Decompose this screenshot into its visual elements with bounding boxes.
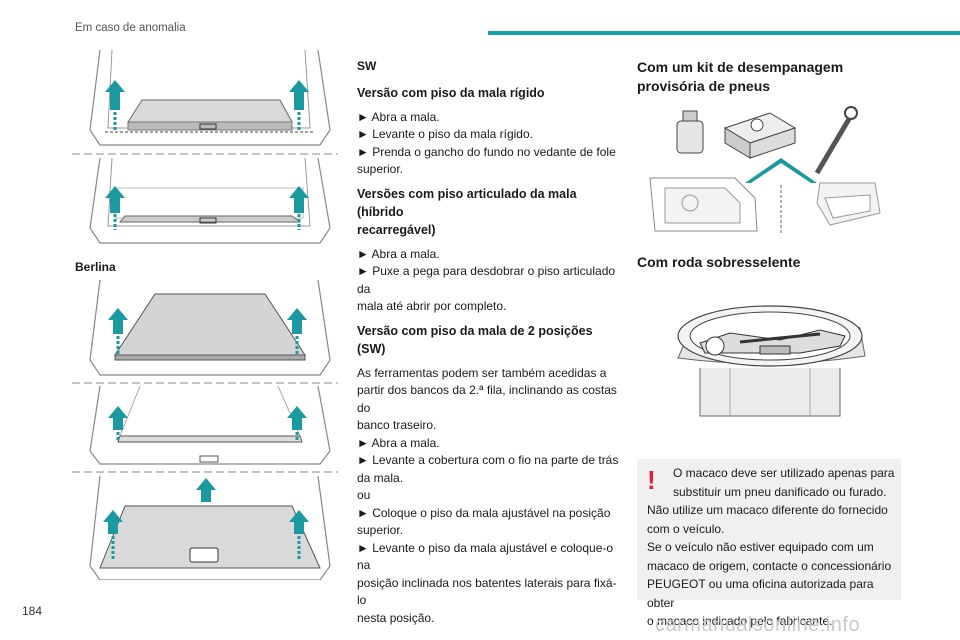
exclamation-icon: ! <box>647 465 656 495</box>
text-line: O macaco deve ser utilizado apenas para <box>673 466 895 480</box>
spare-wheel-illustration <box>670 298 880 433</box>
paragraph: ► Abra a mala. ► Levante o piso da mala … <box>357 109 619 179</box>
text-line: ou <box>357 488 371 502</box>
figure-caption: Berlina <box>75 260 116 274</box>
warning-text: O macaco deve ser utilizado apenas para … <box>647 464 897 631</box>
heading-line: Versões com piso articulado da mala (híb… <box>357 186 577 219</box>
section-heading: Versão com piso da mala rígido <box>357 85 545 100</box>
text-line: macaco de origem, contacte o concessioná… <box>647 558 892 573</box>
warning-box: ! O macaco deve ser utilizado apenas par… <box>637 459 901 628</box>
text-line: superior. <box>357 523 404 537</box>
spare-wheel-heading: Com roda sobresselente <box>637 254 801 270</box>
text-line: com o veículo. <box>647 521 725 536</box>
text-line: ► Coloque o piso da mala ajustável na po… <box>357 505 611 520</box>
text-line: substituir um pneu danificado ou furado. <box>673 484 887 499</box>
paragraph: ► Abra a mala. ► Puxe a pega para desdob… <box>357 246 619 316</box>
section-heading: Com um kit de desempanagem provisória de… <box>637 58 902 96</box>
text-line: ► Puxe a pega para desdobrar o piso arti… <box>357 264 616 296</box>
instructions-column: SW Versão com piso da mala rígido ► Abra… <box>357 58 619 633</box>
heading-line: Com um kit de desempanagem <box>637 59 844 75</box>
right-column: Com um kit de desempanagem provisória de… <box>637 58 902 96</box>
repair-kit-illustration <box>645 103 885 238</box>
page-number: 184 <box>22 604 43 618</box>
text-line: banco traseiro. <box>357 418 437 432</box>
text-line: ► Levante a cobertura com o fio na parte… <box>357 453 619 467</box>
divider <box>72 152 338 156</box>
text-line: ► Prenda o gancho do fundo no vedante de… <box>357 144 616 159</box>
text-line: superior. <box>357 162 404 176</box>
section-heading: Versão com piso da mala de 2 posições (S… <box>357 323 593 356</box>
text-line: ► Abra a mala. <box>357 435 440 450</box>
text-line: ► Abra a mala. <box>357 246 440 261</box>
text-line: posição inclinada nos batentes laterais … <box>357 575 617 608</box>
divider <box>72 381 338 385</box>
text-line: Não utilize um macaco diferente do forne… <box>647 503 888 517</box>
text-line: ► Levante o piso da mala rígido. <box>357 127 533 141</box>
text-line: mala até abrir por completo. <box>357 299 507 313</box>
divider <box>72 470 338 474</box>
berlina-trunk-illustration-1 <box>80 280 338 378</box>
berlina-trunk-illustration-2 <box>80 386 338 468</box>
watermark: carmanualsonline.info <box>655 614 861 636</box>
text-line: ► Levante o piso da mala ajustável e col… <box>357 540 614 573</box>
sw-trunk-rigid-floor-illustration <box>80 50 338 152</box>
text-line: ► Abra a mala. <box>357 109 440 124</box>
text-line: da mala. <box>357 470 404 485</box>
section-heading: Versões com piso articulado da mala (híb… <box>357 185 619 239</box>
text-line: As ferramentas podem ser também acedidas… <box>357 365 607 380</box>
header-accent-bar <box>488 31 960 35</box>
heading-line: recarregável) <box>357 222 436 237</box>
text-line: partir dos bancos da 2.ª fila, inclinand… <box>357 383 617 415</box>
berlina-trunk-illustration-3 <box>80 476 338 580</box>
text-line: PEUGEOT ou uma oficina autorizada para o… <box>647 577 874 610</box>
text-line: o macaco indicado pelo fabricante. <box>647 614 833 628</box>
text-line: Se o veículo não estiver equipado com um <box>647 540 874 554</box>
variant-tag: SW <box>357 59 377 73</box>
section-title: Em caso de anomalia <box>75 22 186 34</box>
sw-trunk-articulated-floor-illustration <box>80 158 338 250</box>
text-line: nesta posição. <box>357 610 435 625</box>
heading-line: provisória de pneus <box>637 78 771 94</box>
paragraph: As ferramentas podem ser também acedidas… <box>357 365 619 628</box>
